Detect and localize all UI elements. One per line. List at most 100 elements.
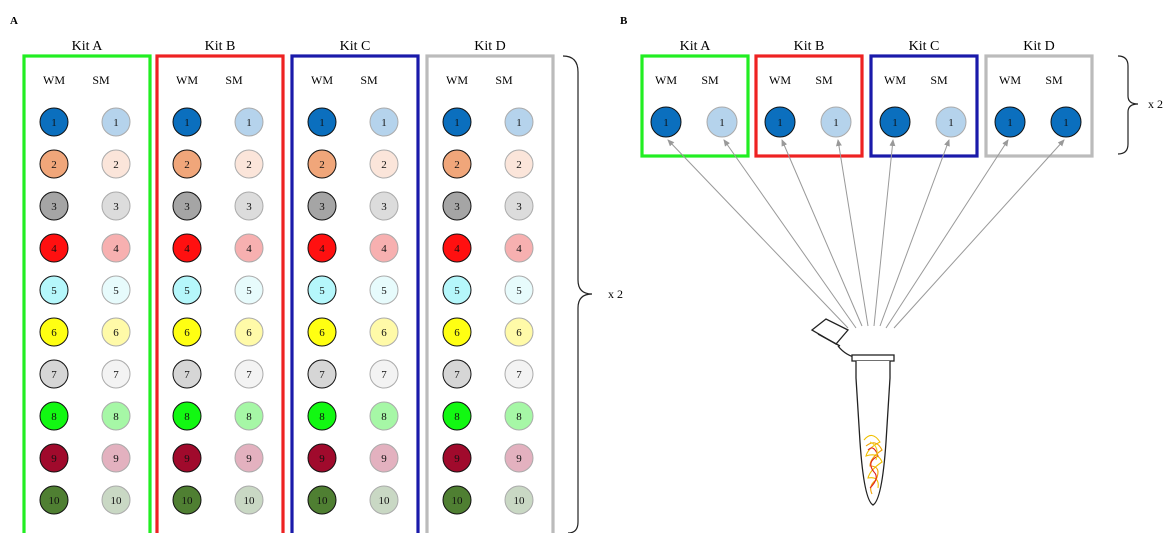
wm-sample-number: 2 [51,159,57,171]
panel-a-multiplier: x 2 [608,287,623,301]
sm-sample-circle [101,233,131,263]
panel-a-brace [562,55,593,533]
wm-column-label: WM [769,73,791,87]
sm-sample-circle [369,317,399,347]
wm-column-label: WM [999,73,1021,87]
sm-sample-number: 1 [1063,117,1069,129]
sm-sample-number: 7 [113,369,119,381]
wm-sample-circle [442,485,472,515]
sm-sample-number: 1 [381,117,387,129]
distribution-arrow [893,139,1065,329]
wm-sample-circle [307,107,337,137]
wm-column-label: WM [655,73,677,87]
wm-sample-circle [442,191,472,221]
sm-sample-number: 3 [246,201,252,213]
sm-sample-number: 3 [381,201,387,213]
wm-sample-circle [307,317,337,347]
sm-sample-circle [504,485,534,515]
wm-sample-circle [172,107,202,137]
wm-column-label: WM [176,73,198,87]
sm-sample-circle [369,107,399,137]
kit-frame [869,54,979,158]
wm-sample-circle [307,191,337,221]
sm-sample-circle [101,317,131,347]
wm-column-label: WM [446,73,468,87]
wm-sample-circle [307,443,337,473]
sm-sample-circle [369,149,399,179]
wm-sample-number: 4 [51,243,57,255]
wm-sample-number: 7 [454,369,460,381]
wm-sample-number: 7 [184,369,190,381]
wm-sample-number: 9 [319,453,325,465]
wm-sample-number: 9 [184,453,190,465]
sm-sample-circle [504,359,534,389]
sm-sample-circle [504,317,534,347]
kit-frame [22,54,152,533]
distribution-arrows [667,139,1065,329]
sm-sample-circle [1050,106,1082,138]
wm-sample-number: 3 [51,201,57,213]
wm-sample-circle [994,106,1026,138]
sm-sample-number: 2 [246,159,252,171]
sm-sample-number: 1 [246,117,252,129]
wm-sample-circle [442,317,472,347]
sm-sample-circle [101,401,131,431]
sm-sample-circle [504,233,534,263]
wm-sample-circle [442,149,472,179]
sm-sample-circle [101,107,131,137]
wm-sample-number: 5 [319,285,325,297]
sm-sample-number: 1 [719,117,725,129]
kit-frame [640,54,750,158]
kit-title: Kit D [474,39,506,54]
wm-sample-number: 6 [454,327,460,339]
wm-sample-circle [172,401,202,431]
wm-sample-number: 1 [51,117,57,129]
sm-sample-number: 9 [381,453,387,465]
microcentrifuge-tube-icon [810,318,895,506]
sm-column-label: SM [360,73,378,87]
sm-sample-number: 10 [111,495,123,507]
wm-sample-circle [39,485,69,515]
wm-sample-number: 1 [663,117,669,129]
sm-sample-circle [234,191,264,221]
wm-sample-number: 10 [452,495,464,507]
sm-sample-circle [504,401,534,431]
distribution-arrow [879,139,950,327]
sm-column-label: SM [225,73,243,87]
wm-sample-circle [307,149,337,179]
wm-sample-number: 5 [51,285,57,297]
sm-sample-number: 10 [379,495,391,507]
distribution-arrow [723,139,857,329]
wm-sample-circle [307,401,337,431]
distribution-arrow [667,139,849,329]
panel-b-label: B [620,15,628,27]
sm-column-label: SM [1045,73,1063,87]
sm-sample-circle [234,485,264,515]
sm-sample-number: 1 [948,117,954,129]
wm-sample-number: 6 [51,327,57,339]
wm-sample-number: 3 [454,201,460,213]
wm-sample-number: 7 [51,369,57,381]
sm-sample-number: 5 [246,285,252,297]
wm-sample-number: 6 [184,327,190,339]
kit-title: Kit D [1023,39,1055,54]
wm-sample-circle [39,359,69,389]
wm-sample-number: 2 [454,159,460,171]
wm-sample-circle [650,106,682,138]
distribution-arrow [885,139,1009,329]
sm-sample-number: 4 [246,243,252,255]
wm-sample-circle [307,233,337,263]
wm-sample-circle [172,149,202,179]
wm-sample-number: 5 [184,285,190,297]
wm-sample-circle [172,275,202,305]
sm-sample-number: 6 [246,327,252,339]
sm-sample-circle [101,485,131,515]
wm-sample-number: 3 [319,201,325,213]
kit-title: Kit A [72,39,104,54]
